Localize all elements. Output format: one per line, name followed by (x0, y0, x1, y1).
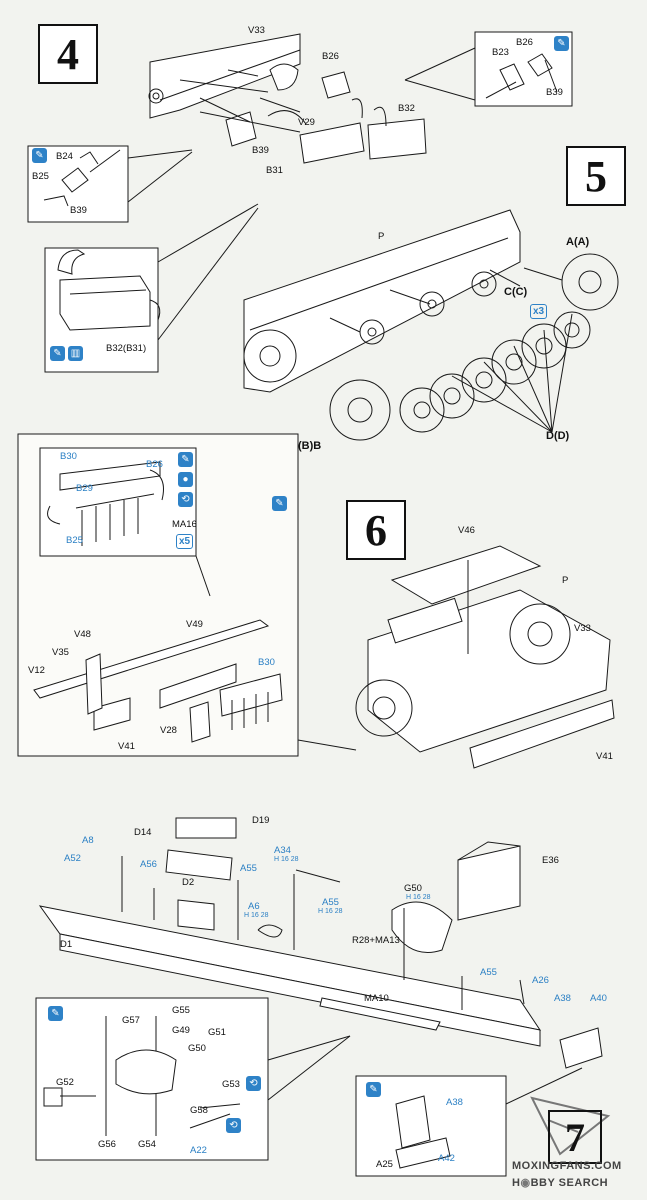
part-label: B25 (32, 171, 49, 182)
part-label: A38 (446, 1097, 463, 1108)
part-label: A40 (590, 993, 607, 1004)
part-label: B32 (398, 103, 415, 114)
part-label: B39 (252, 145, 269, 156)
part-label: B24 (56, 151, 73, 162)
sprue-label: D(D) (546, 430, 570, 442)
part-label: V29 (298, 117, 315, 128)
cement-icon: ✎ (272, 496, 287, 511)
cement-icon: ✎ (48, 1006, 63, 1021)
part-label: B26 (516, 37, 533, 48)
part-label: A42 (438, 1153, 455, 1164)
part-label: A6 (248, 901, 260, 912)
flip-icon: ⟲ (178, 492, 193, 507)
part-label: V33 (574, 623, 591, 634)
part-label: G52 (56, 1077, 74, 1088)
watermark-site: MOXINGFANS.COM (512, 1160, 622, 1172)
part-label: B39 (546, 87, 563, 98)
part-label: G50 (188, 1043, 206, 1054)
part-label: V41 (596, 751, 613, 762)
glue-icon: ● (178, 472, 193, 487)
part-label: V33 (248, 25, 265, 36)
part-label: B26 (146, 459, 163, 470)
part-label: D2 (182, 877, 195, 888)
sprue-gauge-label: H 16 28 (406, 894, 431, 901)
part-label: E36 (542, 855, 559, 866)
flip-icon: ⟲ (246, 1076, 261, 1091)
part-label: V41 (118, 741, 135, 752)
part-label: G51 (208, 1027, 226, 1038)
part-label: V49 (186, 619, 203, 630)
watermark-brand-rest: BBY SEARCH (530, 1177, 609, 1189)
part-label: A8 (82, 835, 94, 846)
part-label: D1 (60, 939, 73, 950)
step-number-5: 5 (566, 146, 626, 206)
part-label: G50 (404, 883, 422, 894)
sand-file-icon: ▥ (68, 346, 83, 361)
part-label: B23 (492, 47, 509, 58)
sprue-label: C(C) (504, 286, 528, 298)
step-number-4: 4 (38, 24, 98, 84)
part-label: A34 (274, 845, 291, 856)
part-label: A55 (322, 897, 339, 908)
quantity-badge: x5 (176, 534, 194, 549)
part-label: A55 (240, 863, 257, 874)
cement-icon: ✎ (178, 452, 193, 467)
part-label: MA16 (172, 519, 197, 530)
part-label: A55 (480, 967, 497, 978)
part-label: G58 (190, 1105, 208, 1116)
part-label: B25 (66, 535, 83, 546)
part-label: B26 (322, 51, 339, 62)
part-label: A25 (376, 1159, 393, 1170)
cement-icon: ✎ (554, 36, 569, 51)
part-label: V28 (160, 725, 177, 736)
part-label: P (562, 575, 569, 586)
part-label: B30 (258, 657, 275, 668)
flip-icon: ⟲ (226, 1118, 241, 1133)
part-label: B39 (70, 205, 87, 216)
sprue-label: A(A) (566, 236, 590, 248)
part-label: V48 (74, 629, 91, 640)
part-label: B31 (266, 165, 283, 176)
logo-icon: ◉ (520, 1177, 531, 1189)
part-label: A38 (554, 993, 571, 1004)
part-label: A26 (532, 975, 549, 986)
sprue-gauge-label: H 16 28 (318, 908, 343, 915)
part-label: B29 (76, 483, 93, 494)
cement-icon: ✎ (50, 346, 65, 361)
sprue-gauge-label: H 16 28 (244, 912, 269, 919)
part-label: A56 (140, 859, 157, 870)
part-label: V35 (52, 647, 69, 658)
step-number-7: 7 (548, 1110, 602, 1164)
part-label: G55 (172, 1005, 190, 1016)
part-label: A22 (190, 1145, 207, 1156)
cement-icon: ✎ (366, 1082, 381, 1097)
watermark-brand-initial: H (512, 1177, 521, 1189)
part-label: G54 (138, 1139, 156, 1150)
sprue-label: (B)B (298, 440, 322, 452)
part-label: A52 (64, 853, 81, 864)
part-label: G49 (172, 1025, 190, 1036)
part-label: P (378, 231, 385, 242)
cement-icon: ✎ (32, 148, 47, 163)
part-label: B32(B31) (106, 343, 147, 354)
step-number-6: 6 (346, 500, 406, 560)
part-label: MA10 (364, 993, 389, 1004)
quantity-badge: x3 (530, 304, 548, 319)
part-label: D14 (134, 827, 152, 838)
part-label: V12 (28, 665, 45, 676)
sprue-gauge-label: H 16 28 (274, 856, 299, 863)
watermark-brand: H◉BBY SEARCH (512, 1176, 608, 1189)
part-label: D19 (252, 815, 270, 826)
part-label: V46 (458, 525, 475, 536)
part-label: G57 (122, 1015, 140, 1026)
part-label: G56 (98, 1139, 116, 1150)
part-label: G53 (222, 1079, 240, 1090)
part-label: B30 (60, 451, 77, 462)
part-label: R28+MA13 (352, 935, 400, 946)
